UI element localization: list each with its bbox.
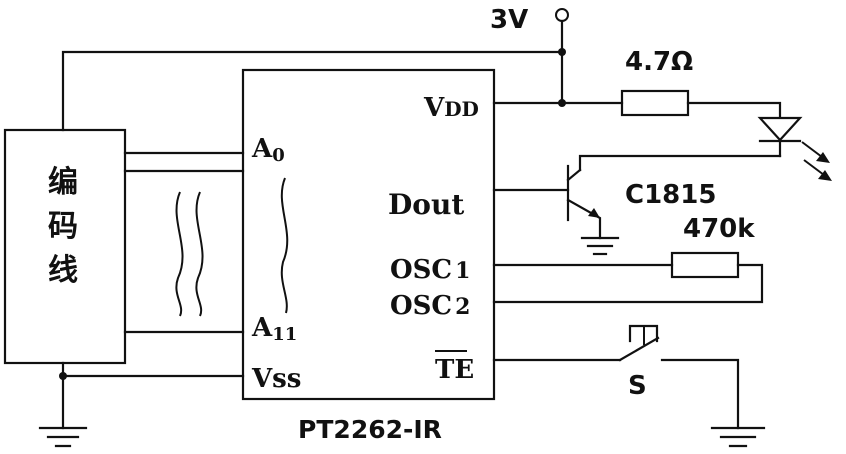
led-to-collector-wire: [578, 154, 782, 172]
switch-label: S: [628, 371, 647, 401]
led-diode-icon: [757, 116, 803, 142]
supply-terminal: [555, 8, 569, 22]
bus-continuation-mark-2: [195, 191, 204, 317]
switch-blade: [618, 336, 660, 362]
switch-branch: S: [492, 324, 766, 448]
pin-label-vdd: VDD: [423, 93, 479, 123]
pin-label-te: TE: [435, 355, 474, 385]
led-emission-arrows-icon: [801, 141, 832, 181]
supply-rail: 3V: [61, 5, 624, 132]
transistor-label: C1815: [625, 180, 716, 210]
encoder-char-2: 码: [48, 209, 78, 244]
led-branch: 4.7Ω: [620, 47, 832, 181]
encoder-outline: [3, 128, 127, 365]
ground-icon-switch: [710, 426, 766, 448]
encoder-char-1: 编: [48, 165, 78, 200]
junction-dot-vss: [59, 372, 67, 380]
transistor: C1815: [492, 154, 782, 256]
switch-to-ground-wire: [660, 358, 740, 430]
resistor-led-to-led-wire: [686, 101, 782, 119]
junction-dot-top: [558, 48, 566, 56]
ground-icon-main: [38, 426, 88, 448]
address-bus: [123, 151, 245, 334]
resistor-led-label: 4.7Ω: [625, 47, 693, 77]
osc-branch: 470k: [492, 214, 764, 304]
resistor-osc: [670, 251, 740, 279]
chip-pin-continuation-mark: [280, 177, 289, 314]
encoder-char-3: 线: [48, 253, 78, 288]
supply-voltage-label: 3V: [490, 5, 528, 35]
pin-label-a11: A11: [251, 313, 297, 345]
pin-label-a0: A0: [251, 134, 285, 166]
bus-continuation-mark-1: [175, 191, 184, 317]
vss-branch: [38, 361, 245, 448]
resistor-led: [620, 89, 690, 117]
transistor-emitter-arrow-icon: [588, 208, 600, 218]
transistor-collector: [566, 168, 582, 182]
chip-outline: [241, 68, 496, 401]
encoder-box: 编 码 线: [3, 128, 127, 365]
transistor-emitter: [566, 198, 602, 240]
ground-icon-transistor: [580, 236, 620, 256]
resistor-osc-label: 470k: [683, 214, 755, 244]
osc-loop-wire: [492, 263, 764, 304]
encoder-supply-wire: [61, 50, 564, 132]
pin-label-dout: Dout: [388, 188, 464, 221]
pin-label-vss: Vss: [251, 364, 301, 394]
chip-name: PT2262-IR: [298, 415, 442, 444]
